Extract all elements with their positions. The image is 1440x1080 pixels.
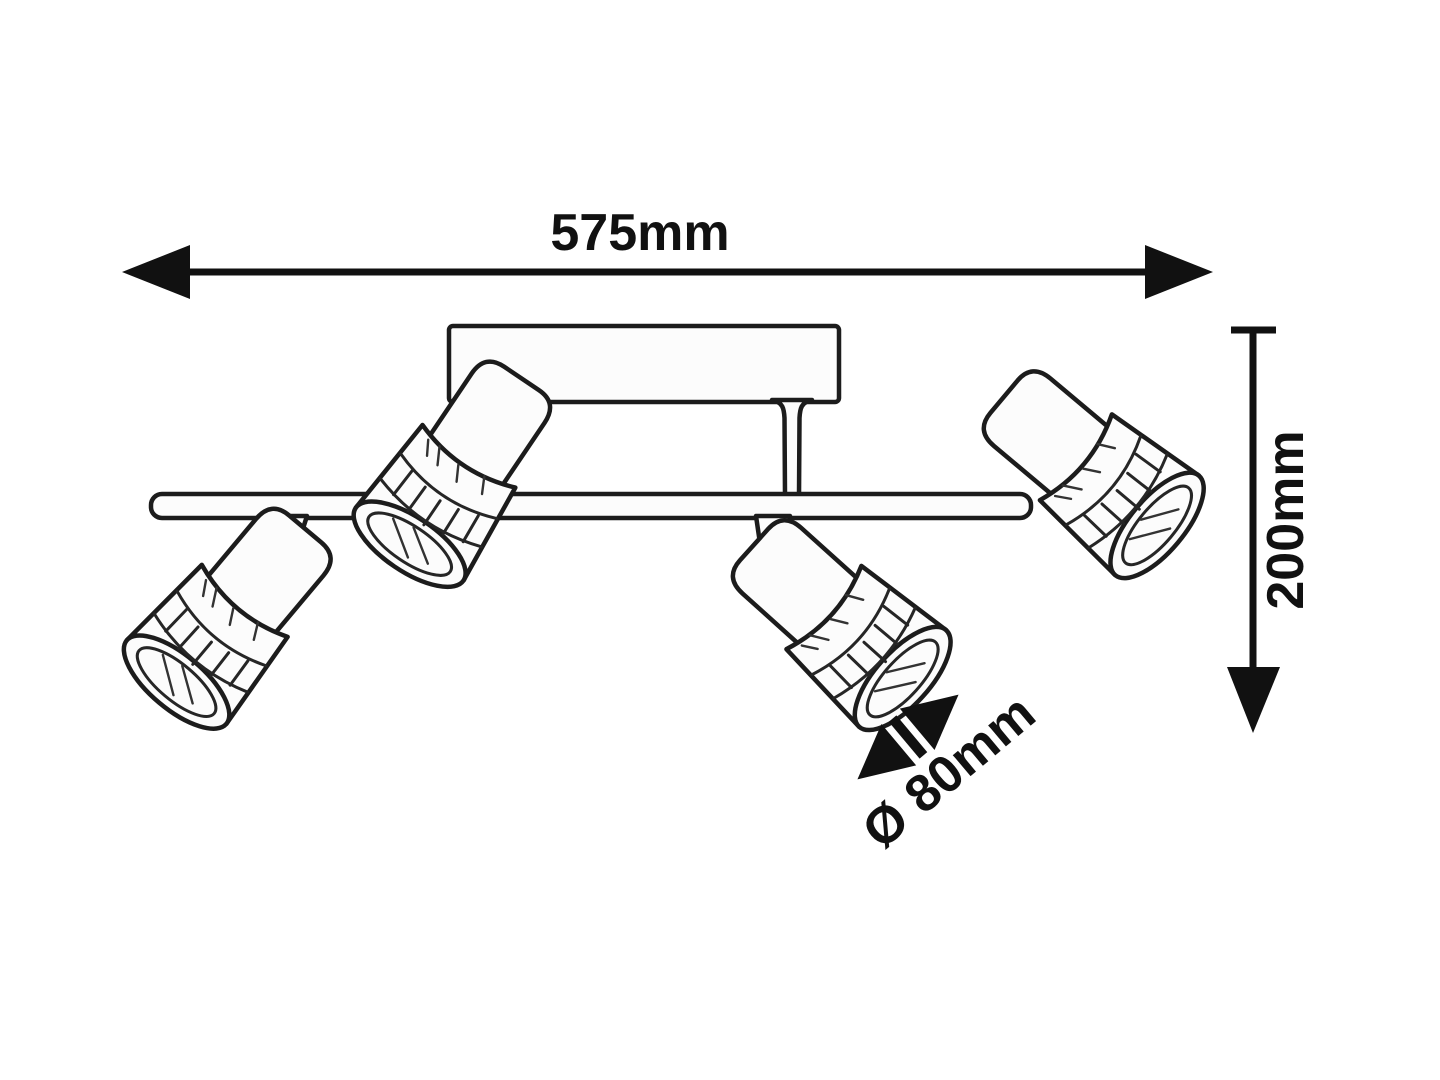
height-dimension-label: 200mm: [1257, 430, 1315, 609]
width-dimension: 575mm: [122, 204, 1213, 299]
width-arrowhead-right: [1145, 245, 1213, 299]
diameter-tick-bar: [888, 715, 928, 759]
diameter-arrowhead-lower: [857, 724, 917, 780]
ceiling-mount-plate: [446, 323, 842, 405]
diameter-arrowhead-upper: [899, 694, 959, 750]
plate-to-rail-stem: [769, 397, 815, 499]
spotlight-1: [109, 487, 354, 744]
width-dimension-label: 575mm: [550, 204, 729, 262]
height-dimension: 200mm: [1227, 326, 1315, 733]
width-arrowhead-left: [122, 245, 190, 299]
fixture-drawing: [109, 323, 1219, 745]
height-arrowhead-down: [1227, 667, 1280, 733]
spotlight-4: [962, 347, 1219, 592]
